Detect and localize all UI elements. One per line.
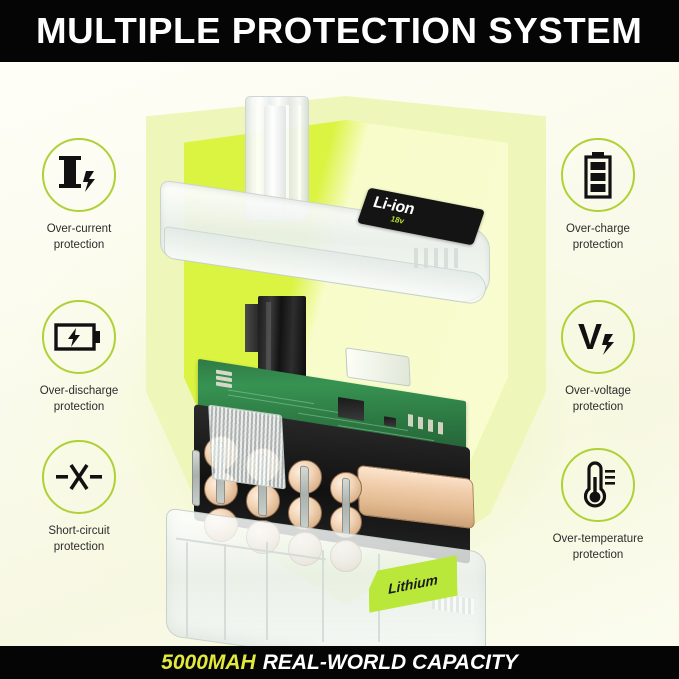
top-housing-core xyxy=(264,106,286,212)
feature-label: Over-temperature protection xyxy=(538,531,658,563)
feature-over-temperature: Over-temperature protection xyxy=(533,448,663,563)
feature-label-line2: protection xyxy=(572,401,624,413)
feature-over-charge: Over-charge protection xyxy=(533,138,663,253)
feature-label: Over-current protection xyxy=(19,221,139,253)
feature-label: Over-voltage protection xyxy=(538,383,658,415)
feature-short-circuit: Short-circuit protection xyxy=(14,440,144,555)
feature-icon-circle xyxy=(42,300,116,374)
feature-icon-circle xyxy=(42,138,116,212)
feature-label-line2: protection xyxy=(572,239,624,251)
feature-icon-circle xyxy=(561,138,635,212)
voltage-bolt-icon: V xyxy=(578,316,614,357)
feature-label-line2: protection xyxy=(53,541,105,553)
feature-over-voltage: V Over-voltage protection xyxy=(533,300,663,415)
feature-label-line1: Short-circuit xyxy=(48,525,110,537)
footer-tagline: REAL-WORLD CAPACITY xyxy=(262,650,518,674)
pcb-clear-clip xyxy=(345,347,411,387)
feature-label: Over-charge protection xyxy=(538,221,658,253)
battery-full-icon xyxy=(584,152,612,199)
lithium-label-text: Lithium xyxy=(388,571,438,597)
short-circuit-icon xyxy=(56,464,102,490)
feature-label-line1: Over-voltage xyxy=(565,385,631,397)
feature-label-line2: protection xyxy=(572,549,624,561)
feature-label: Short-circuit protection xyxy=(19,523,139,555)
connector-tab xyxy=(245,304,261,352)
feature-label-line2: protection xyxy=(53,401,105,413)
clear-heatsink-part xyxy=(208,404,286,490)
svg-text:V: V xyxy=(578,316,602,357)
page-title: MULTIPLE PROTECTION SYSTEM xyxy=(36,10,643,51)
battery-discharge-icon xyxy=(54,323,100,351)
feature-icon-circle: V xyxy=(561,300,635,374)
current-bolt-icon xyxy=(59,156,95,192)
thermometer-icon xyxy=(583,461,615,508)
footer-bar: 5000MAH REAL-WORLD CAPACITY xyxy=(0,646,679,679)
feature-label-line1: Over-charge xyxy=(566,223,630,235)
feature-icon-circle xyxy=(561,448,635,522)
exploded-battery-illustration: Li-ion 18v xyxy=(146,80,546,679)
feature-label-line1: Over-current xyxy=(46,223,112,235)
feature-label-line1: Over-temperature xyxy=(552,533,644,545)
feature-label: Over-discharge protection xyxy=(19,383,139,415)
footer-capacity: 5000MAH xyxy=(161,650,256,674)
header-bar: MULTIPLE PROTECTION SYSTEM xyxy=(0,0,679,62)
feature-over-current: Over-current protection xyxy=(14,138,144,253)
feature-label-line1: Over-discharge xyxy=(39,385,119,397)
feature-over-discharge: Over-discharge protection xyxy=(14,300,144,415)
feature-icon-circle xyxy=(42,440,116,514)
feature-label-line2: protection xyxy=(53,239,105,251)
